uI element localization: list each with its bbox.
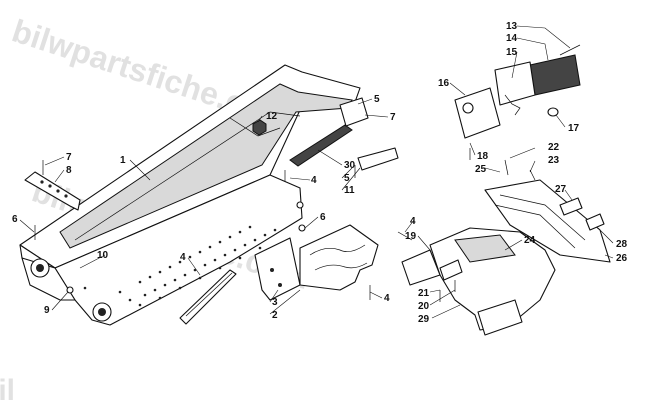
taillight-lens bbox=[529, 54, 581, 96]
front-bar bbox=[24, 171, 81, 211]
callout-5-upper: 5 bbox=[374, 94, 380, 105]
deflector-panel bbox=[299, 224, 379, 291]
callout-15: 15 bbox=[506, 47, 518, 58]
bumper-grille bbox=[454, 234, 516, 263]
callout-20: 20 bbox=[418, 301, 430, 312]
tunnel-side-wall bbox=[54, 174, 303, 326]
nut bbox=[252, 119, 267, 136]
taillight-housing bbox=[494, 61, 536, 106]
bumper-clamp bbox=[439, 259, 463, 281]
callout-9: 9 bbox=[44, 305, 50, 316]
flap-bracket bbox=[585, 213, 605, 231]
left-footrest bbox=[401, 249, 441, 286]
callout-10: 10 bbox=[97, 250, 109, 261]
taillight-assembly bbox=[454, 44, 581, 139]
fasteners bbox=[34, 148, 536, 302]
callout-14: 14 bbox=[506, 33, 518, 44]
scratcher-strip bbox=[179, 269, 237, 325]
callout-4-lower: 4 bbox=[384, 293, 390, 304]
callout-16: 16 bbox=[438, 78, 450, 89]
snow-flap bbox=[484, 179, 611, 263]
callout-19: 19 bbox=[405, 231, 417, 242]
side-bracket bbox=[254, 237, 301, 301]
heat-exchanger-slot bbox=[289, 124, 353, 167]
flap-decal bbox=[559, 197, 583, 216]
callout-1: 1 bbox=[120, 155, 126, 166]
callout-28: 28 bbox=[616, 239, 628, 250]
callout-7-front: 7 bbox=[66, 152, 72, 163]
callout-30: 30 bbox=[344, 160, 356, 171]
callout-6-middle: 6 bbox=[320, 212, 326, 223]
callout-8: 8 bbox=[66, 165, 72, 176]
tunnel-assembly bbox=[19, 64, 361, 326]
rear-bumper-body bbox=[429, 227, 556, 331]
light-grommet bbox=[547, 107, 559, 117]
callout-24: 24 bbox=[524, 235, 536, 246]
rear-bumper-assembly bbox=[401, 179, 611, 336]
callout-4-strip: 4 bbox=[180, 252, 186, 263]
callout-11: 11 bbox=[344, 185, 355, 196]
callout-2: 2 bbox=[272, 310, 278, 321]
callout-26: 26 bbox=[616, 253, 628, 264]
callout-5-lower: 5 bbox=[344, 173, 350, 184]
callout-21: 21 bbox=[418, 288, 430, 299]
ice-scratcher-strip bbox=[179, 269, 237, 325]
callout-numbers: 13 14 15 16 17 18 25 22 23 27 28 26 24 1… bbox=[12, 21, 628, 325]
callout-22: 22 bbox=[548, 142, 560, 153]
callout-17: 17 bbox=[568, 123, 580, 134]
callout-18: 18 bbox=[477, 151, 489, 162]
light-wire bbox=[504, 94, 521, 116]
callout-25: 25 bbox=[475, 164, 487, 175]
callout-6-front: 6 bbox=[12, 214, 18, 225]
upper-bracket bbox=[339, 97, 369, 127]
callout-27: 27 bbox=[555, 184, 567, 195]
tunnel-crossbar bbox=[229, 117, 281, 137]
callout-4-middle: 4 bbox=[311, 175, 317, 186]
front-bar-body bbox=[24, 171, 81, 211]
light-socket bbox=[462, 102, 474, 114]
callout-7-upper: 7 bbox=[390, 112, 396, 123]
callout-23: 23 bbox=[548, 155, 560, 166]
right-footrest bbox=[477, 299, 523, 336]
light-screw bbox=[559, 44, 581, 56]
tunnel-ridge bbox=[74, 111, 301, 241]
leader-lines bbox=[19, 25, 614, 319]
callout-13: 13 bbox=[506, 21, 518, 32]
callout-29: 29 bbox=[418, 314, 430, 325]
callout-3: 3 bbox=[272, 297, 278, 308]
bracket-plate bbox=[357, 147, 399, 171]
callout-4-rear: 4 bbox=[410, 216, 416, 227]
light-mount-bracket bbox=[454, 87, 501, 139]
watermark-text-corner: bil bbox=[0, 374, 15, 406]
rear-guard-assembly bbox=[254, 224, 379, 301]
callout-12: 12 bbox=[266, 111, 278, 122]
